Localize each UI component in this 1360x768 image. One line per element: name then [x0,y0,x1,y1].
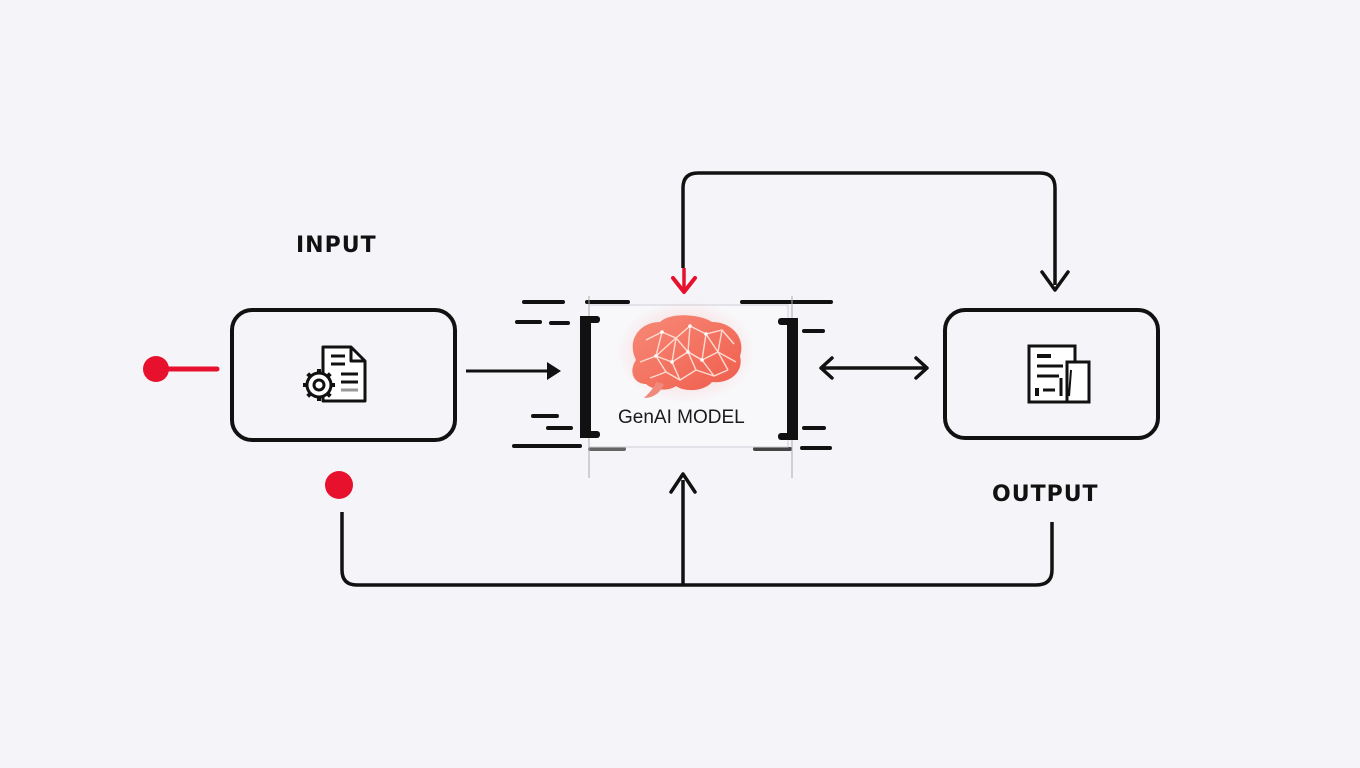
input-bottom-dot [325,471,353,499]
output-node-box[interactable] [943,308,1160,440]
model-left-bracket [580,316,600,438]
document-output-icon [1027,344,1091,404]
model-left-speed-lines [512,300,630,451]
input-start-dot [143,356,169,382]
output-label: OUTPUT [992,482,1099,507]
model-right-speed-lines [740,300,833,451]
feedback-loop-top [671,171,1070,294]
arrow-input-to-model [466,362,561,380]
red-arrowhead-into-model [671,268,697,294]
arrowhead-into-output [1040,270,1070,292]
model-right-bracket [778,318,798,440]
model-label: GenAI MODEL [618,407,745,428]
bottom-feedback-bus [325,471,1054,587]
bidirectional-arrow-model-output [819,356,929,380]
brain-network-icon [616,300,756,404]
input-start-connector [143,356,220,382]
arrowhead-up-into-model [669,472,697,494]
input-node-box[interactable] [230,308,457,442]
document-gear-icon [303,345,367,403]
input-label: INPUT [296,233,377,258]
